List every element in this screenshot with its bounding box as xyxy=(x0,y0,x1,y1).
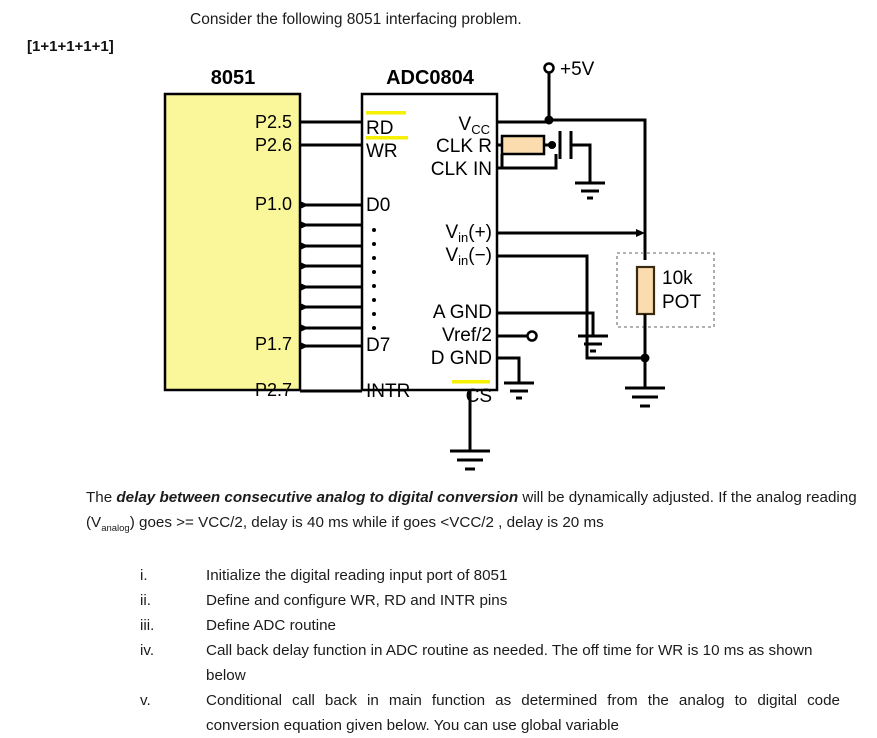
clock-rc-network xyxy=(497,131,605,200)
pot-enclosure xyxy=(616,252,715,328)
wr-overbar xyxy=(366,136,408,140)
marks-label: [1+1+1+1+1] xyxy=(27,38,114,55)
mcu-pin-p10: P1.0 xyxy=(255,194,292,214)
task-list: i. Initialize the digital reading input … xyxy=(140,563,840,738)
list-item-number: iii. xyxy=(140,617,155,634)
list-item-number: ii. xyxy=(140,592,151,609)
vin-minus-wire xyxy=(497,254,645,360)
list-item-text: Call back delay function in ADC routine … xyxy=(206,642,813,684)
adc-pin-vin-plus: Vin(+) xyxy=(445,222,492,245)
adc-title: ADC0804 xyxy=(386,67,475,89)
adc-pin-clkr: CLK R xyxy=(436,136,492,157)
list-item-number: iv. xyxy=(140,642,155,659)
list-item-number: v. xyxy=(140,692,151,709)
adc-pin-agnd: A GND xyxy=(433,302,492,323)
mcu-pin-p17: P1.7 xyxy=(255,334,292,354)
ground-symbol-agnd xyxy=(578,334,608,353)
dgnd-wire xyxy=(497,356,521,383)
description-paragraph: The delay between consecutive analog to … xyxy=(86,485,876,541)
mcu-pin-p26: P2.6 xyxy=(255,135,292,155)
supply-node xyxy=(543,62,555,125)
agnd-wire xyxy=(497,311,595,336)
list-item: v. Conditional call back in main functio… xyxy=(140,688,840,738)
circuit-diagram: 8051 ADC0804 P2.5 P2.6 P1.0 P1.7 P2.7 RD… xyxy=(0,58,877,478)
para-part3: ) goes >= VCC/2, delay is 40 ms while if… xyxy=(129,514,604,531)
ground-symbol-clock xyxy=(575,181,605,200)
mcu-body xyxy=(163,92,302,392)
adc-pin-vref: Vref/2 xyxy=(442,325,492,346)
pot-ground-junction xyxy=(640,353,650,363)
list-item: iii. Define ADC routine xyxy=(140,613,840,638)
ground-symbol-pot xyxy=(625,386,665,408)
cs-overbar xyxy=(452,380,490,384)
adc-body xyxy=(360,92,499,392)
mcu-title: 8051 xyxy=(211,67,256,89)
list-item: ii. Define and configure WR, RD and INTR… xyxy=(140,588,840,613)
adc-pin-intr: INTR xyxy=(366,381,410,402)
para-part2: will be dynamically adjusted. If the ana… xyxy=(86,489,857,531)
list-item-text: Define ADC routine xyxy=(206,617,337,634)
adc-pin-clkin: CLK IN xyxy=(431,159,492,180)
para-part1: The xyxy=(86,489,117,506)
supply-label: +5V xyxy=(560,59,595,80)
adc-pin-wr: WR xyxy=(366,141,398,162)
list-item-number: i. xyxy=(140,567,148,584)
vref-terminal xyxy=(497,330,538,342)
adc-pin-rd: RD xyxy=(366,118,393,139)
pot-value: 10k xyxy=(662,268,693,289)
adc-pin-d7: D7 xyxy=(366,335,390,356)
rd-overbar xyxy=(366,111,406,115)
pot-name: POT xyxy=(662,292,701,313)
data-bus xyxy=(300,201,362,350)
mcu-pin-p27: P2.7 xyxy=(255,380,292,400)
list-item-text: Define and configure WR, RD and INTR pin… xyxy=(206,592,508,609)
control-wires xyxy=(300,120,362,393)
vcc-wire xyxy=(497,118,647,260)
mcu-pin-p25: P2.5 xyxy=(255,112,292,132)
list-item-text: Initialize the digital reading input por… xyxy=(206,567,508,584)
list-item: i. Initialize the digital reading input … xyxy=(140,563,840,588)
adc-pin-d0: D0 xyxy=(366,195,390,216)
para-emphasis: delay between consecutive analog to digi… xyxy=(116,489,519,506)
list-item: iv. Call back delay function in ADC rout… xyxy=(140,638,840,688)
list-item-text: Conditional call back in main function a… xyxy=(206,692,840,734)
pot-body xyxy=(635,265,656,316)
clock-resistor xyxy=(500,134,546,156)
adc-pin-dgnd: D GND xyxy=(431,348,492,369)
intro-text: Consider the following 8051 interfacing … xyxy=(190,11,522,28)
adc-pin-vin-minus: Vin(−) xyxy=(445,245,492,268)
adc-pin-cs: CS xyxy=(466,386,492,407)
para-subscript: analog xyxy=(101,523,130,535)
ground-symbol-cs xyxy=(450,449,490,471)
ground-symbol-dgnd xyxy=(504,381,534,400)
adc-bus-ellipsis xyxy=(372,228,376,330)
